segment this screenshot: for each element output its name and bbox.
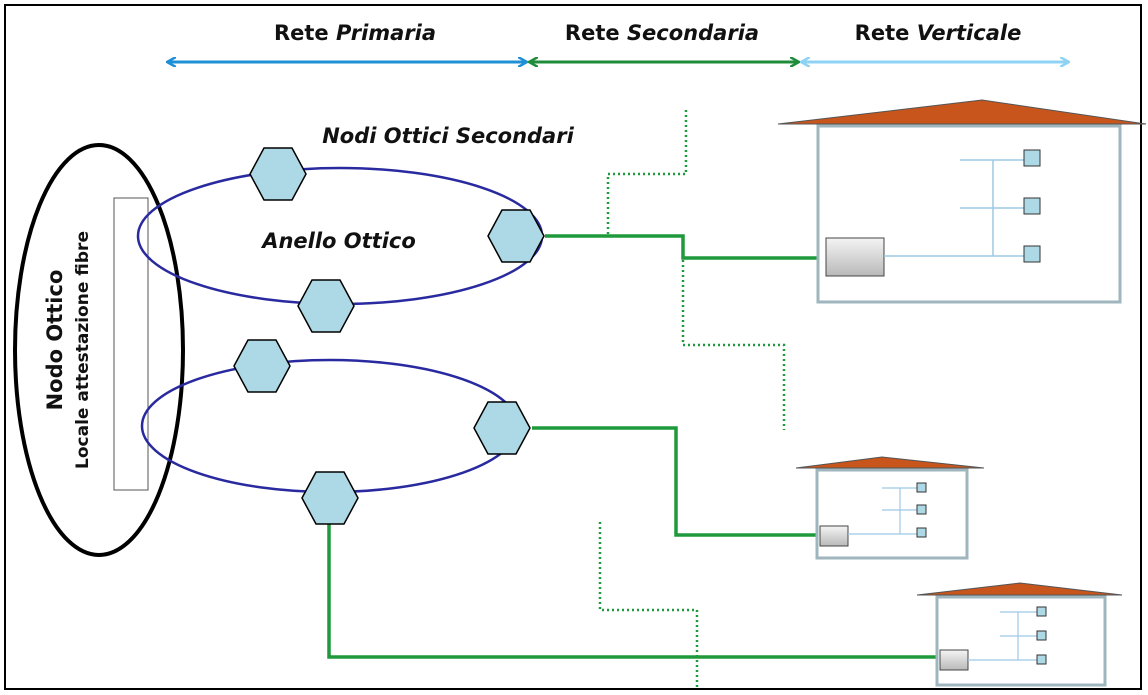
fiber-link-building-3: [327, 522, 940, 659]
anello-ottico-label: Anello Ottico: [260, 229, 416, 253]
building-small-roof: [916, 582, 1123, 596]
building-medium-unit-icon: [916, 482, 927, 493]
nodi-ottici-secondari-label: Nodi Ottici Secondari: [322, 124, 574, 148]
building-large-unit-icon: [1023, 197, 1041, 215]
building-medium-roof: [795, 456, 985, 469]
node-hexagon-upper-left: [249, 147, 307, 201]
building-medium-unit-icon: [916, 504, 927, 515]
building-large-roof: [777, 99, 1147, 125]
building-large-unit-icon: [1023, 245, 1041, 263]
boundary-dotted-middle: [681, 260, 786, 430]
node-hexagon-upper-right: [487, 209, 545, 263]
building-large: [777, 99, 1147, 304]
fiber-link-building-2: [532, 426, 818, 537]
building-small-unit-icon: [1036, 654, 1047, 665]
building-small-wall: [935, 595, 1107, 687]
header-rete-secondaria: Rete Secondaria: [565, 21, 759, 45]
building-medium-unit-icon: [916, 527, 927, 538]
building-small-unit-icon: [1036, 606, 1047, 617]
node-hexagon-upper-bottom: [297, 279, 355, 333]
boundary-dotted-upper: [606, 110, 688, 236]
building-medium-terminal-box: [819, 525, 849, 547]
building-medium: [795, 456, 985, 560]
node-hexagon-lower-top: [233, 339, 291, 393]
nodo-ottico-label: Nodo Ottico: [43, 270, 67, 411]
building-large-terminal-box: [825, 237, 885, 277]
boundary-dotted-lower: [598, 522, 699, 690]
header-rete-primaria: Rete Primaria: [274, 21, 436, 45]
building-small-unit-icon: [1036, 630, 1047, 641]
building-small: [916, 582, 1123, 687]
locale-attestazione-label: Locale attestazione fibre: [73, 231, 93, 469]
header-rete-verticale: Rete Verticale: [855, 21, 1022, 45]
building-large-unit-icon: [1023, 149, 1041, 167]
nodo-ottico-ellipse: [13, 143, 185, 557]
node-hexagon-lower-bottom: [301, 471, 359, 525]
building-small-terminal-box: [939, 649, 969, 671]
node-hexagon-lower-right: [473, 401, 531, 455]
fiber-link-building-1: [545, 234, 825, 260]
locale-attestazione-rect: [113, 197, 149, 491]
diagram-frame: [4, 4, 1142, 690]
